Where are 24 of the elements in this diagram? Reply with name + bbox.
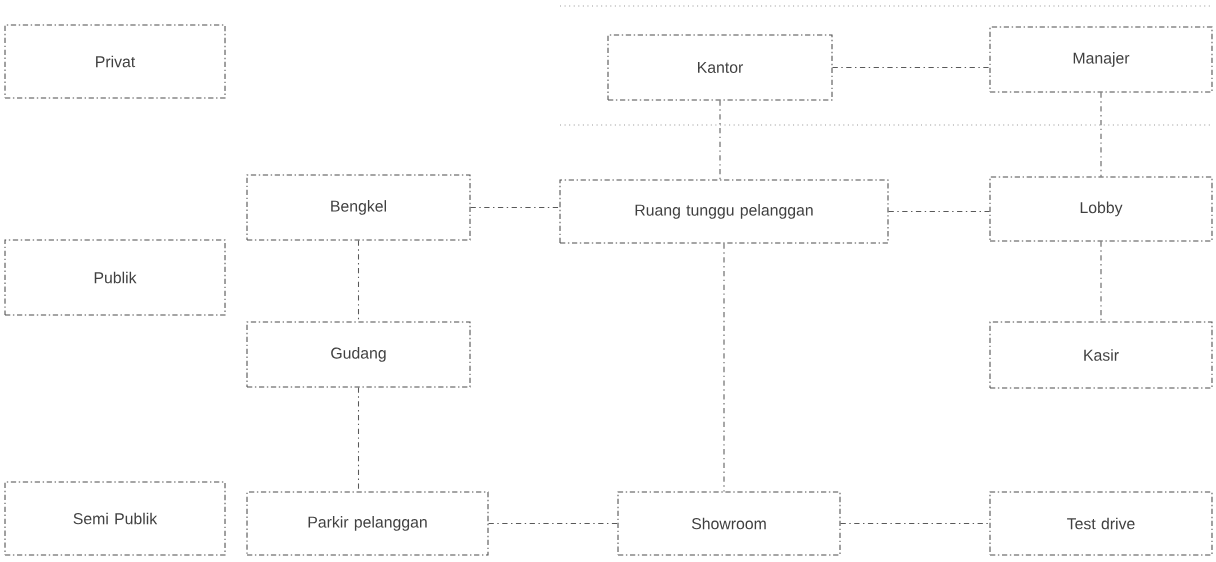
room-box: Test drive — [989, 491, 1213, 556]
zone-box: Semi Publik — [4, 481, 226, 556]
room-box: Lobby — [989, 176, 1213, 242]
connector-line — [470, 206, 560, 208]
room-box: Showroom — [617, 491, 841, 556]
room-box: Gudang — [246, 321, 471, 388]
room-box: Parkir pelanggan — [246, 491, 489, 556]
connector-line — [488, 522, 618, 524]
room-box: Kasir — [989, 321, 1213, 389]
connector-line — [723, 243, 725, 492]
room-box: Bengkel — [246, 174, 471, 241]
connector-line — [1100, 241, 1102, 322]
connector-line — [840, 522, 990, 524]
connector-line — [357, 387, 360, 492]
zone-box: Publik — [4, 239, 226, 316]
zone-box: Privat — [4, 24, 226, 99]
room-box: Manajer — [989, 26, 1213, 93]
connector-line — [719, 100, 721, 180]
room-box: Kantor — [607, 34, 833, 101]
connector-line — [832, 66, 990, 68]
room-box: Ruang tunggu pelanggan — [559, 179, 889, 244]
connector-line — [357, 240, 360, 322]
connector-line — [1100, 92, 1102, 177]
connector-line — [888, 210, 990, 212]
